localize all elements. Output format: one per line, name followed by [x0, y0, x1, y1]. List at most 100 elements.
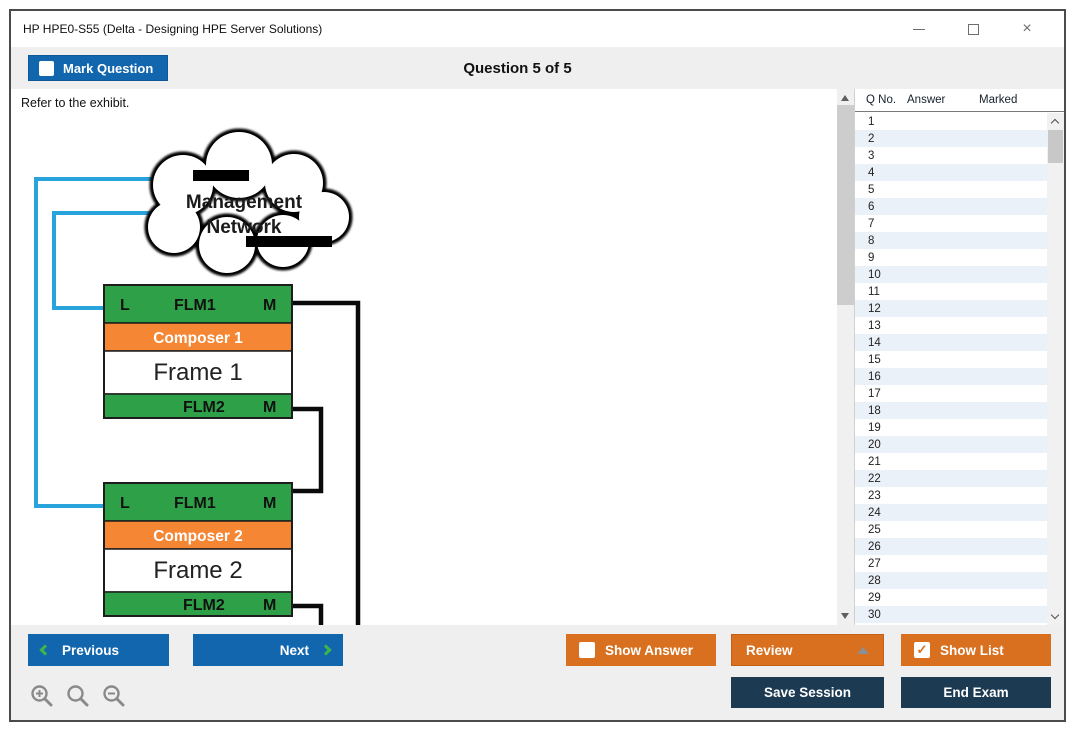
list-scrollbar-thumb[interactable] [1048, 130, 1063, 163]
frame2-block: L FLM1 M Composer 2 Frame 2 FLM2 M [103, 482, 293, 617]
caret-up-icon [857, 646, 869, 654]
column-qno: Q No. [866, 94, 897, 106]
question-row[interactable]: 6 [855, 198, 1047, 215]
content-scrollbar-thumb[interactable] [837, 105, 854, 305]
frame1-flm1-label: FLM1 [174, 297, 216, 314]
question-row[interactable]: 27 [868, 557, 881, 570]
question-row[interactable]: 18 [855, 402, 1047, 419]
show-answer-button[interactable]: Show Answer [566, 634, 716, 666]
mark-question-label: Mark Question [63, 60, 154, 76]
show-answer-checkbox [579, 642, 595, 658]
question-row[interactable]: 7 [868, 217, 875, 230]
question-row[interactable]: 25 [868, 523, 881, 536]
mark-question-checkbox [39, 60, 54, 76]
question-row[interactable]: 16 [855, 368, 1047, 385]
show-list-checkbox [914, 642, 930, 658]
question-row[interactable]: 10 [855, 266, 1047, 283]
question-row[interactable]: 24 [855, 504, 1047, 521]
scroll-down-icon[interactable] [841, 613, 849, 619]
minimize-icon [913, 28, 925, 30]
question-row[interactable]: 8 [855, 232, 1047, 249]
question-row[interactable]: 3 [868, 149, 875, 162]
question-row[interactable]: 2 [855, 130, 1047, 147]
frame2-name: Frame 2 [153, 557, 242, 584]
question-row[interactable]: 23 [868, 489, 881, 502]
chevron-right-icon [320, 644, 332, 656]
question-row[interactable]: 21 [868, 455, 881, 468]
next-label: Next [279, 642, 309, 658]
close-icon: × [1022, 20, 1032, 37]
question-list-scrollbar[interactable] [1047, 113, 1064, 625]
black-link-frame1-flm1 [292, 300, 361, 625]
question-row[interactable]: 15 [868, 353, 881, 366]
frame1-flm2-label: FLM2 [183, 399, 225, 416]
zoom-toolbar [29, 683, 127, 709]
blue-link-to-frame1 [52, 211, 161, 310]
question-prompt: Refer to the exhibit. [21, 96, 130, 110]
header-bar: Mark Question Question 5 of 5 [11, 47, 1064, 89]
question-row[interactable]: 22 [855, 470, 1047, 487]
frame2-flm1-label: FLM1 [174, 495, 216, 512]
question-counter: Question 5 of 5 [463, 59, 572, 77]
question-row[interactable]: 13 [868, 319, 881, 332]
frame2-flm1-port-m: M [263, 495, 276, 512]
blue-link-to-frame2 [34, 177, 196, 508]
end-exam-button[interactable]: End Exam [901, 677, 1051, 708]
maximize-button[interactable] [962, 18, 984, 40]
mark-question-button[interactable]: Mark Question [28, 55, 169, 81]
question-row[interactable]: 1 [868, 115, 875, 128]
save-session-button[interactable]: Save Session [731, 677, 884, 708]
question-row[interactable]: 30 [855, 606, 1047, 623]
end-exam-label: End Exam [943, 685, 1009, 700]
previous-button[interactable]: Previous [28, 634, 169, 666]
question-row[interactable]: 4 [855, 164, 1047, 181]
frame2-flm2-label: FLM2 [183, 597, 225, 614]
content-scrollbar[interactable] [837, 89, 854, 625]
question-row[interactable]: 9 [868, 251, 875, 264]
frame1-composer-label: Composer 1 [153, 330, 243, 347]
question-row[interactable]: 19 [868, 421, 881, 434]
close-button[interactable]: × [1016, 18, 1038, 40]
zoom-reset-icon[interactable] [65, 683, 91, 709]
scroll-up-icon[interactable] [841, 95, 849, 101]
zoom-out-icon[interactable] [101, 683, 127, 709]
show-list-label: Show List [940, 642, 1004, 658]
question-row[interactable]: 26 [855, 538, 1047, 555]
question-row[interactable]: 12 [855, 300, 1047, 317]
frame2-port-l: L [120, 495, 130, 512]
minimize-button[interactable] [908, 18, 930, 40]
next-button[interactable]: Next [193, 634, 343, 666]
frame1-name: Frame 1 [153, 359, 242, 386]
column-marked: Marked [979, 94, 1018, 106]
question-row[interactable]: 17 [868, 387, 881, 400]
exam-window: HP HPE0-S55 (Delta - Designing HPE Serve… [9, 9, 1066, 722]
question-row[interactable]: 28 [855, 572, 1047, 589]
frame2-flm2-port-m: M [263, 597, 276, 614]
black-link-frame1-flm2 [292, 406, 324, 494]
frame1-flm2-port-m: M [263, 399, 276, 416]
question-row[interactable]: 11 [868, 285, 880, 298]
review-label: Review [746, 642, 793, 658]
cloud-connector-bar-top [193, 170, 249, 181]
window-controls: × [908, 18, 1054, 40]
question-row[interactable]: 20 [855, 436, 1047, 453]
exhibit-diagram: Management Network L FLM1 M Composer 1 F… [34, 128, 361, 625]
list-scroll-up-icon[interactable] [1050, 118, 1060, 128]
column-answer: Answer [907, 94, 946, 106]
question-row[interactable]: 5 [868, 183, 875, 196]
question-list-header: Q No. Answer Marked [855, 89, 1064, 112]
review-button[interactable]: Review [731, 634, 884, 666]
question-row[interactable]: 14 [855, 334, 1047, 351]
save-session-label: Save Session [763, 685, 852, 700]
window-title: HP HPE0-S55 (Delta - Designing HPE Serve… [23, 22, 323, 36]
list-scroll-down-icon[interactable] [1050, 610, 1060, 620]
show-answer-label: Show Answer [605, 642, 694, 658]
zoom-in-icon[interactable] [29, 683, 55, 709]
question-row[interactable]: 29 [868, 591, 881, 604]
show-list-button[interactable]: Show List [901, 634, 1051, 666]
previous-label: Previous [62, 642, 120, 658]
cloud-label-line2: Network [207, 217, 282, 238]
